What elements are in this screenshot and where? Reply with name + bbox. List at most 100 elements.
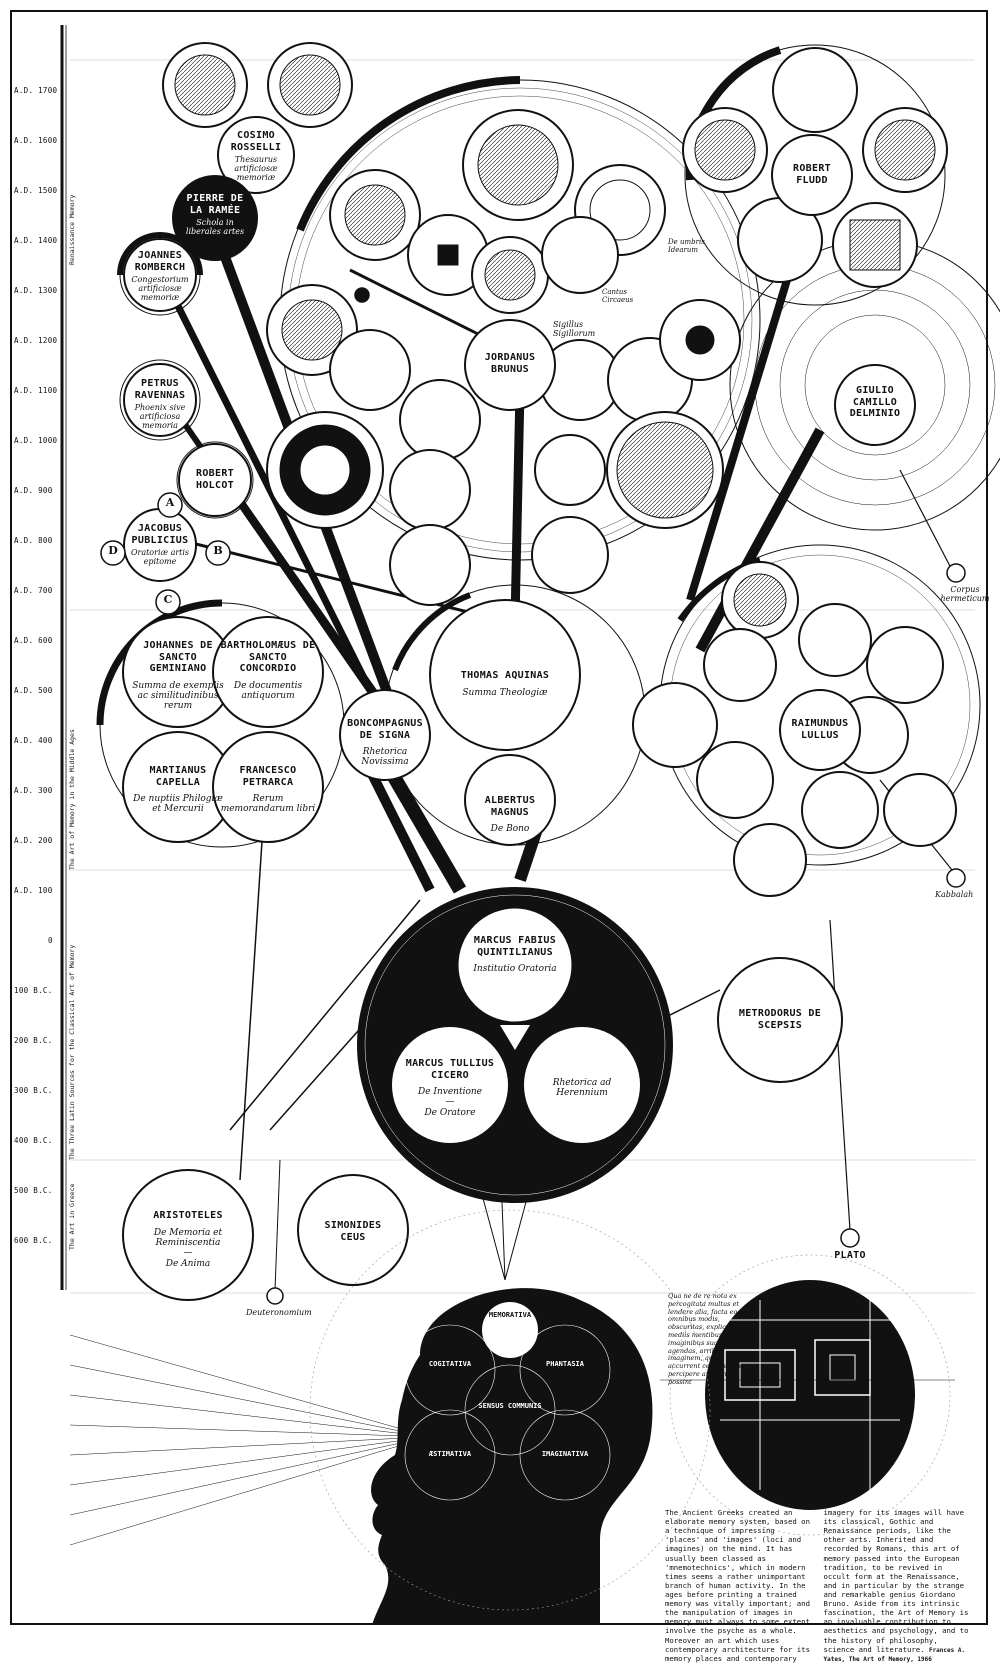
tick-600bc: 600 B.C. [14, 1236, 53, 1245]
head-silhouette [371, 1288, 653, 1625]
rosselli-work: Thesaurus artificiosæ memoriæ [234, 155, 278, 183]
tick-300bc: 300 B.C. [14, 1086, 53, 1095]
tick-800: A.D. 800 [14, 536, 53, 545]
note-cantus: Cantus Circaeus [602, 288, 634, 304]
head-imaginativa: IMAGINATIVA [541, 1450, 589, 1458]
letter-b: B [213, 544, 223, 557]
brunus-name: JORDANUS BRUNUS [484, 352, 536, 375]
tick-700: A.D. 700 [14, 586, 53, 595]
cicero-name: MARCUS TULLIUS CICERO [405, 1058, 495, 1081]
tick-1300: A.D. 1300 [14, 286, 58, 295]
herennium-work: Rhetorica ad Herennium [552, 1078, 612, 1099]
publicius-work: Oratoriæ artis epitome [130, 548, 190, 567]
classical-wheel [357, 887, 673, 1203]
timeline-axis [60, 25, 67, 1290]
magnus-work: De Bono [490, 824, 530, 834]
tick-1000: A.D. 1000 [14, 436, 58, 445]
node-holcot: ROBERT HOLCOT [181, 468, 249, 491]
renaissance-stack [117, 232, 254, 519]
publicius-name: JACOBUS PUBLICIUS [131, 523, 189, 546]
node-lullus: RAIMUNDUS LULLUS [785, 718, 855, 741]
node-metrodorus: METRODORUS DE SCEPSIS [735, 1008, 825, 1031]
node-camillo: GIULIO CAMILLO DELMINIO [838, 385, 912, 420]
note-deuteronomium: Deuteronomium [246, 1308, 312, 1317]
tick-300: A.D. 300 [14, 786, 53, 795]
fludd-name: ROBERT FLUDD [793, 163, 831, 186]
tick-1200: A.D. 1200 [14, 336, 58, 345]
note-kabbalah: Kabbalah [935, 890, 974, 899]
tick-1400: A.D. 1400 [14, 236, 58, 245]
tick-1700: A.D. 1700 [14, 86, 58, 95]
cicero-sep: — [445, 1097, 455, 1108]
tick-100: A.D. 100 [14, 886, 53, 895]
holcot-name: ROBERT HOLCOT [196, 468, 234, 491]
memory-palace-plan [309, 1209, 955, 1611]
tick-200: A.D. 200 [14, 836, 53, 845]
tick-1100: A.D. 1100 [14, 386, 58, 395]
era-renaissance: Renaissance Memory [68, 194, 76, 265]
node-rombergh: JOANNES ROMBERCH Congestorium artificios… [126, 250, 194, 303]
aristoteles-name: ARISTOTELES [153, 1210, 223, 1221]
letter-d: D [108, 544, 118, 557]
letter-c: C [163, 593, 173, 606]
vision-rays [69, 1334, 406, 1546]
terminal-nodes [266, 287, 966, 1305]
node-geminiano: JOHANNES DE SANCTO GEMINIANO Summa de ex… [130, 640, 226, 712]
tick-1500: A.D. 1500 [14, 186, 58, 195]
era-middle-ages: The Art of Memory in the Middle Ages [68, 729, 76, 870]
head-cogitativa: COGITATIVA [428, 1360, 472, 1368]
node-herennium: Rhetorica ad Herennium [540, 1072, 624, 1099]
geminiano-name: JOHANNES DE SANCTO GEMINIANO [143, 640, 213, 674]
tick-500bc: 500 B.C. [14, 1186, 53, 1195]
node-magnus: ALBERTUS MAGNUS De Bono [470, 795, 550, 834]
head-memorativa: MEMORATIVA [488, 1311, 532, 1319]
era-greece: The Art in Greece [68, 1183, 76, 1250]
concordio-name: BARTHOLOMÆUS DE SANCTO CONCORDIO [220, 640, 316, 674]
lullus-name: RAIMUNDUS LULLUS [791, 718, 849, 741]
ramee-work: Schola in liberales artes [185, 218, 245, 237]
era-latin-sources: The Three Latin Sources for the Classica… [68, 944, 76, 1160]
quintilianus-name: MARCUS FABIUS QUINTILIANUS [473, 935, 557, 958]
aristoteles-work-1: De Memoria et Reminiscentia [153, 1227, 223, 1248]
rombergh-work: Congestorium artificiosæ memoriæ [131, 275, 189, 303]
ramee-name: PIERRE DE LA RAMÉE [186, 193, 244, 216]
tick-600: A.D. 600 [14, 636, 53, 645]
geminiano-work: Summa de exemplis ac similitudinibus rer… [132, 680, 224, 712]
node-brunus: JORDANUS BRUNUS [475, 352, 545, 375]
petrarca-work: Rerum memorandarum libri [220, 794, 316, 815]
node-aquinas: THOMAS AQUINAS Summa Theologiæ [445, 670, 565, 698]
head-phantasia: PHANTASIA [546, 1360, 584, 1368]
head-sensus: SENSUS COMMUNIS [478, 1402, 542, 1410]
tick-500: A.D. 500 [14, 686, 53, 695]
tick-400: A.D. 400 [14, 736, 53, 745]
node-quintilianus: MARCUS FABIUS QUINTILIANUS Institutio Or… [465, 935, 565, 974]
letter-a: A [165, 496, 175, 509]
note-corpus: Corpus hermeticum [940, 585, 990, 603]
camillo-name: GIULIO CAMILLO DELMINIO [849, 385, 901, 419]
plato-name: PLATO [834, 1250, 866, 1261]
cicero-work-2: De Oratore [424, 1107, 476, 1118]
node-simonides: SIMONIDES CEUS [313, 1220, 393, 1243]
note-sigillus: Sigillus Sigillorum [553, 320, 596, 338]
note-umbris: De umbris Idearum [668, 238, 705, 254]
boncompagnus-work: Rhetorica Novissima [361, 747, 409, 768]
bruno-medallions [266, 109, 741, 606]
ravennas-work: Phoenix sive artificiosa memoria [134, 403, 186, 431]
tick-400bc: 400 B.C. [14, 1136, 53, 1145]
node-concordio: BARTHOLOMÆUS DE SANCTO CONCORDIO De docu… [218, 640, 318, 701]
tick-100bc: 100 B.C. [14, 986, 53, 995]
node-capella: MARTIANUS CAPELLA De nuptiis Philogiæ et… [130, 765, 226, 815]
petrarca-name: FRANCESCO PETRARCA [239, 765, 297, 788]
body-text: The Ancient Greeks created an elaborate … [665, 1508, 970, 1664]
aquinas-name: THOMAS AQUINAS [460, 670, 550, 681]
tick-900: A.D. 900 [14, 486, 53, 495]
rosselli-medallions [162, 42, 353, 128]
capella-name: MARTIANUS CAPELLA [149, 765, 207, 788]
tick-1600: A.D. 1600 [14, 136, 58, 145]
capella-work: De nuptiis Philogiæ et Mercurii [133, 794, 223, 815]
node-cicero: MARCUS TULLIUS CICERO De Inventione — De… [400, 1058, 500, 1118]
magnus-name: ALBERTUS MAGNUS [484, 795, 536, 818]
node-boncompagnus: BONCOMPAGNUS DE SIGNA Rhetorica Novissim… [343, 718, 427, 768]
latin-quote: Qua ne de re nota ex percogitata multus … [668, 1292, 743, 1386]
